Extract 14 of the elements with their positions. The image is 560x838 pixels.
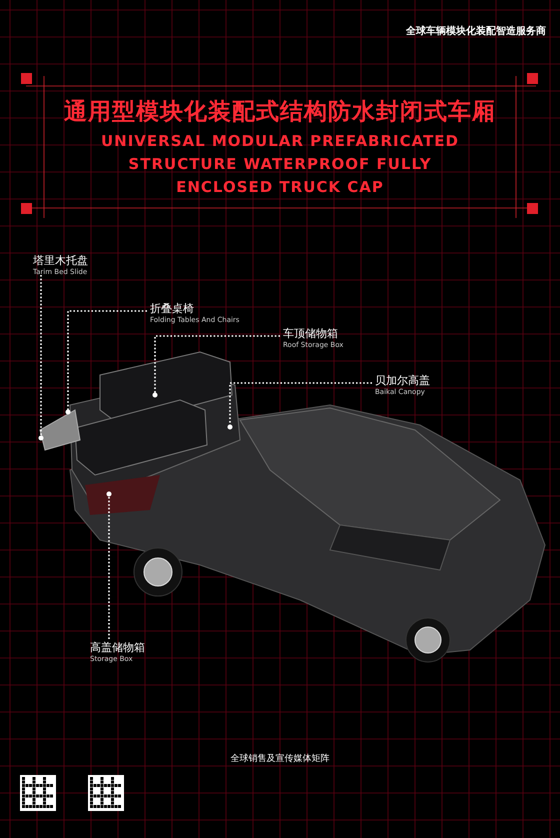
leader-line [106, 492, 112, 639]
callout-label: 贝加尔高盖 [375, 373, 430, 388]
leader-line [228, 382, 372, 430]
leader-line [38, 275, 44, 440]
leader-line [66, 310, 147, 414]
section-heading: 全球销售及宣传媒体矩阵 [230, 752, 330, 765]
tagline: 全球车辆模块化装配智造服务商 [406, 24, 546, 38]
callout-label: 塔里木托盘 [33, 253, 88, 268]
leader-line [152, 335, 280, 398]
callout-label: 高盖储物箱 [90, 640, 145, 655]
callout-label: 折叠桌椅 [150, 301, 194, 316]
title: 通用型模块化装配式结构防水封闭式车厢 [63, 98, 497, 127]
callout-label: 车顶储物箱 [283, 326, 338, 341]
subtitle: UNIVERSAL MODULAR PREFABRICATED STRUCTURE WATERPROOF FULLY ENCLOSED TRUCK CAP [100, 131, 460, 198]
